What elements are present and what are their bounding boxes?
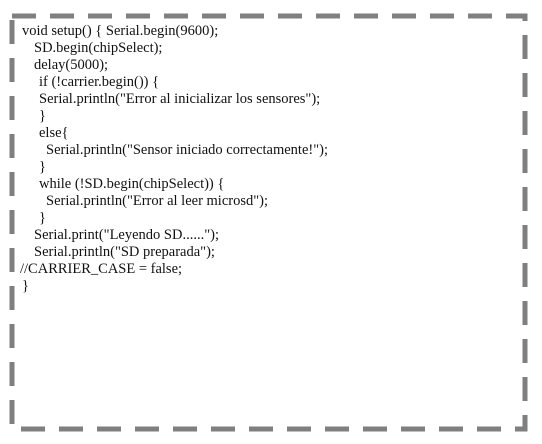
code-line-2: SD.begin(chipSelect); <box>34 40 163 56</box>
code-line-8: Serial.println("Sensor iniciado correcta… <box>46 142 328 158</box>
code-line-3: delay(5000); <box>34 57 109 73</box>
code-line-9: } <box>39 159 46 175</box>
code-line-10: while (!SD.begin(chipSelect)) { <box>39 176 225 192</box>
code-line-6: } <box>39 108 46 124</box>
code-line-13: Serial.print("Leyendo SD......"); <box>34 227 219 243</box>
code-line-5: Serial.println("Error al inicializar los… <box>39 91 321 107</box>
code-line-16: } <box>22 278 29 294</box>
code-line-15: //CARRIER_CASE = false; <box>20 261 183 277</box>
code-line-4: if (!carrier.begin()) { <box>39 74 160 90</box>
code-line-12: } <box>39 210 46 226</box>
code-line-1: void setup() { Serial.begin(9600); <box>22 23 219 39</box>
code-line-11: Serial.println("Error al leer microsd"); <box>46 193 269 209</box>
code-line-14: Serial.println("SD preparada"); <box>34 244 215 260</box>
code-line-7: else{ <box>39 125 69 141</box>
